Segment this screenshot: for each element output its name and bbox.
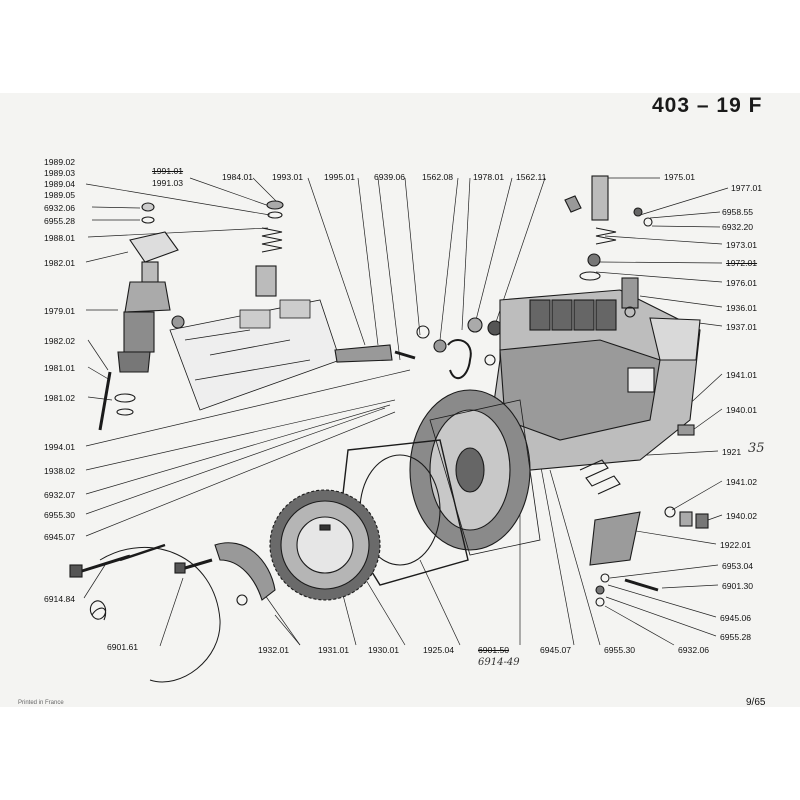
part-label: 6955.30 (44, 510, 76, 520)
part-label: 6955.28 (44, 216, 76, 226)
part-label: 1930.01 (368, 645, 400, 655)
part-label: 1991.03 (152, 178, 184, 188)
part-label: 6955.30 (604, 645, 636, 655)
part-label: 6932.06 (44, 203, 76, 213)
part-label: 6914.84 (44, 594, 76, 604)
part-label: 1995.01 (324, 172, 356, 182)
part-label: 1931.01 (318, 645, 350, 655)
printed-in-france: Printed in France (18, 700, 64, 706)
part-label: 1973.01 (726, 240, 758, 250)
part-label: 1981.01 (44, 363, 76, 373)
handwritten-note: 6914-49 (478, 657, 520, 668)
part-label: 1922.01 (720, 540, 752, 550)
part-label: 6901.30 (722, 581, 754, 591)
part-label: 1976.01 (726, 278, 758, 288)
part-label: 6901.61 (107, 642, 139, 652)
part-label: 1562.11 (516, 172, 547, 182)
part-label: 1921 (722, 447, 742, 457)
part-label: 1972.01 (726, 258, 758, 268)
part-label: 6932.20 (722, 222, 754, 232)
part-label: 1932.01 (258, 645, 290, 655)
part-label: 6958.55 (722, 207, 754, 217)
part-label: 1977.01 (731, 183, 763, 193)
part-label: 1989.05 (44, 190, 76, 200)
part-label: 1925.04 (423, 645, 455, 655)
part-label: 1989.02 (44, 157, 76, 167)
part-label: 1989.04 (44, 179, 76, 189)
part-label: 1981.02 (44, 393, 76, 403)
part-label: 6932.06 (678, 645, 710, 655)
part-label: 1984.01 (222, 172, 254, 182)
part-label: 6932.07 (44, 490, 76, 500)
part-label: 1941.01 (726, 370, 758, 380)
part-label: 1975.01 (664, 172, 696, 182)
part-label: 1562.08 (422, 172, 454, 182)
part-label: 1993.01 (272, 172, 304, 182)
part-label: 1936.01 (726, 303, 758, 313)
page-title: 403 – 19 F (652, 94, 763, 117)
part-label: 6955.28 (720, 632, 752, 642)
part-label: 1988.01 (44, 233, 76, 243)
part-label: 1991.01 (152, 166, 184, 176)
part-label: 1937.01 (726, 322, 758, 332)
part-label: 1994.01 (44, 442, 76, 452)
part-label: 6945.07 (44, 532, 76, 542)
part-label: 1940.01 (726, 405, 758, 415)
fuel-injection-pump-illustration (69, 175, 709, 683)
part-label: 1982.02 (44, 336, 76, 346)
part-label: 1978.01 (473, 172, 505, 182)
part-label: 1940.02 (726, 511, 758, 521)
page-number: 9/65 (746, 697, 766, 708)
part-label: 6901.50 (478, 645, 510, 655)
part-label: 1989.03 (44, 168, 76, 178)
part-label: 1982.01 (44, 258, 76, 268)
part-label: 6953.04 (722, 561, 754, 571)
handwritten-note: 35 (748, 441, 765, 456)
part-label: 1938.02 (44, 466, 76, 476)
part-label: 6945.06 (720, 613, 752, 623)
part-label: 1941.02 (726, 477, 758, 487)
part-label: 1979.01 (44, 306, 76, 316)
part-label: 6945.07 (540, 645, 572, 655)
part-label: 6939.06 (374, 172, 406, 182)
